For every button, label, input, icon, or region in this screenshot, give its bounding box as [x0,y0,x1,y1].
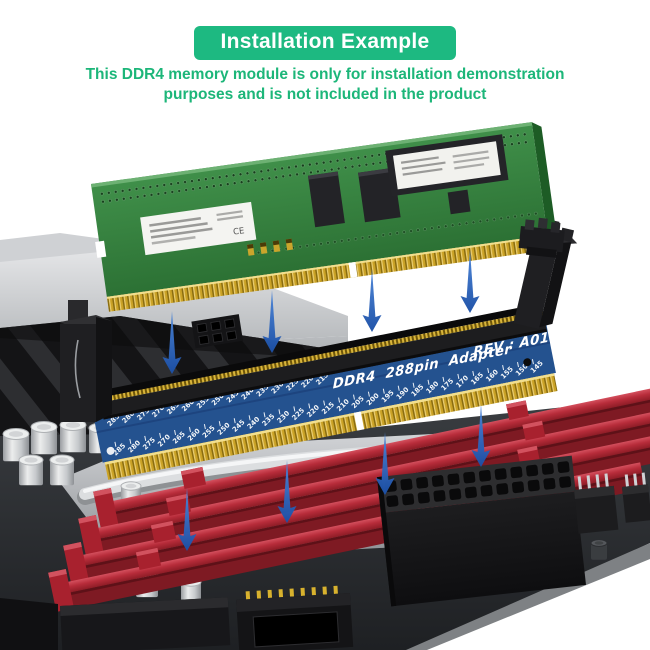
capacitor [18,454,44,486]
adapter-edge-contacts [104,373,558,480]
arrow-down-icon [177,488,197,551]
heatsink-fin [0,316,80,440]
atx-pin-hole [447,473,460,486]
atx-pin-hole [478,469,492,482]
motherboard-edge [406,543,650,650]
memory-chip [447,189,471,215]
installation-arrows [162,250,491,551]
atx-pin-hole [526,464,539,477]
atx-pin-hole [417,491,430,504]
atx-pin-hole [464,486,477,499]
edge-connector [0,598,58,650]
ddr4-socket [98,303,548,420]
disclaimer-text: This DDR4 memory module is only for inst… [0,65,650,105]
module-edge-contacts [106,234,550,312]
atx-pin-hole [463,471,476,484]
capacitor [49,454,75,486]
adapter-edge-notch [353,411,365,431]
atx-pin-hole [386,495,399,507]
atx-pin-hole [510,466,523,479]
arrow-down-icon [471,404,491,467]
smd-components [246,238,294,256]
adapter-hole [523,358,532,367]
smd-resistor [272,240,281,253]
smd-resistor [259,242,268,254]
ce-mark: CE [232,226,245,237]
header-pin [577,476,583,492]
header-pin [633,473,638,488]
header-pin [641,472,647,487]
disclaimer-line-2: purposes and is not included in the prod… [163,85,487,103]
adapter-hole [106,446,115,455]
pin-hole [226,330,238,341]
socket-latch-left [60,300,112,422]
atx-pin-hole [496,483,509,495]
atx-24pin-connector [376,455,587,607]
smd-resistor [246,244,255,256]
slot-end-tab [63,542,89,585]
ddr4-memory-module: CE [90,122,557,312]
disclaimer-line-1: This DDR4 memory module is only for inst… [85,66,565,83]
slot-end-tab [93,488,119,531]
atx-pin-hole [557,461,570,473]
pin-hole [212,332,224,343]
arrow-down-icon [262,290,282,353]
pin-hole [196,322,208,334]
atx-pin-hole [416,476,429,489]
pin-hole [198,334,210,345]
arrow-down-icon [162,311,182,374]
smd-resistor [285,238,294,251]
socket-contacts [99,310,544,403]
module-label [385,134,509,197]
io-connector [59,597,231,650]
header-pin [586,475,592,491]
power-header [191,314,244,349]
atx-pin-hole [494,468,507,480]
header: Installation Example This DDR4 memory mo… [0,26,650,105]
pin-header [574,473,619,534]
title-badge: Installation Example [194,26,456,60]
atx-pin-hole [511,481,525,494]
module-label: CE [140,201,257,256]
capacitor [30,421,58,455]
module-edge-notch [348,261,358,278]
arrow-down-icon [362,269,382,332]
slot-end-tab [48,569,74,612]
pin-hole [224,318,236,329]
capacitor [590,539,608,560]
memory-chip [307,171,345,228]
slot-end-tab [78,515,104,558]
retention-clip [518,217,565,258]
atx-pin-hole [543,477,556,490]
pin-hole [210,320,222,331]
capacitor [2,428,30,462]
atx-pin-hole [431,475,444,487]
module-side-notch [95,240,107,258]
header-pin [604,473,610,489]
atx-pin-hole [400,478,413,491]
atx-pin-hole [527,479,540,492]
header-pin [595,474,601,490]
arrow-down-icon [375,432,395,495]
usb-header [236,585,354,650]
header-pin [624,474,630,489]
atx-pin-hole [559,476,572,488]
atx-pin-hole [541,463,554,475]
pin-header [622,472,650,523]
atx-pin-hole [480,484,493,497]
atx-pin-hole [449,488,462,501]
arrow-down-icon [277,460,297,523]
atx-pin-hole [402,493,415,506]
arrow-down-icon [460,250,480,313]
capacitor [59,419,87,453]
atx-pin-hole [433,490,446,502]
